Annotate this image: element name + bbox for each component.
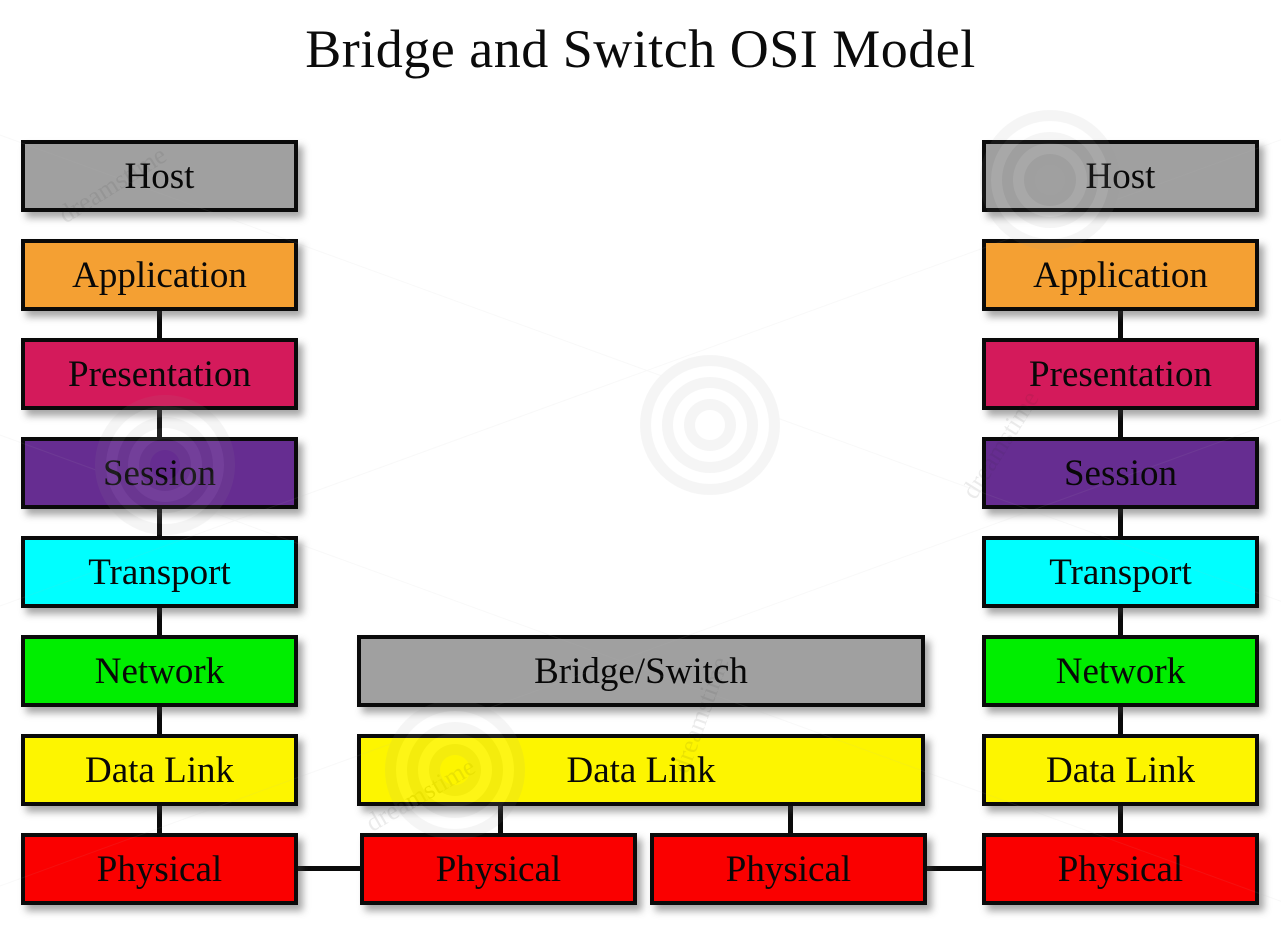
- right-box-presentation[interactable]: Presentation: [982, 338, 1259, 410]
- middle-box-bridge-switch[interactable]: Bridge/Switch: [357, 635, 925, 707]
- right-connector-network-datalink: [1118, 702, 1123, 738]
- right-box-network-label: Network: [1055, 650, 1186, 692]
- left-box-transport[interactable]: Transport: [21, 536, 298, 608]
- right-box-network[interactable]: Network: [982, 635, 1259, 707]
- right-box-transport-label: Transport: [1049, 551, 1192, 593]
- middle-box-physical-right[interactable]: Physical: [650, 833, 927, 905]
- left-connector-session-transport: [157, 504, 162, 540]
- right-box-transport[interactable]: Transport: [982, 536, 1259, 608]
- middle-connector-datalink-physical-right: [788, 801, 793, 837]
- left-connector-application-presentation: [157, 306, 162, 342]
- link-bridge-to-right-host: [921, 866, 986, 871]
- middle-box-datalink[interactable]: Data Link: [357, 734, 925, 806]
- link-left-host-to-bridge: [296, 866, 364, 871]
- right-box-host-label: Host: [1085, 155, 1156, 197]
- right-box-session[interactable]: Session: [982, 437, 1259, 509]
- right-box-datalink-label: Data Link: [1046, 749, 1195, 791]
- middle-box-datalink-label: Data Link: [566, 749, 716, 791]
- middle-box-bridge-switch-label: Bridge/Switch: [534, 650, 748, 692]
- middle-box-physical-left[interactable]: Physical: [360, 833, 637, 905]
- right-connector-application-presentation: [1118, 306, 1123, 342]
- right-box-physical-label: Physical: [1057, 848, 1184, 890]
- right-box-application[interactable]: Application: [982, 239, 1259, 311]
- right-box-session-label: Session: [1063, 452, 1178, 494]
- right-connector-session-transport: [1118, 504, 1123, 540]
- left-box-application-label: Application: [72, 254, 247, 296]
- left-box-network-label: Network: [94, 650, 225, 692]
- left-box-application[interactable]: Application: [21, 239, 298, 311]
- left-box-transport-label: Transport: [88, 551, 231, 593]
- left-box-presentation-label: Presentation: [68, 353, 251, 395]
- left-connector-transport-network: [157, 603, 162, 639]
- left-connector-presentation-session: [157, 405, 162, 441]
- middle-box-physical-left-label: Physical: [435, 848, 562, 890]
- left-connector-datalink-physical: [157, 801, 162, 837]
- right-box-application-label: Application: [1033, 254, 1208, 296]
- middle-box-physical-right-label: Physical: [725, 848, 852, 890]
- left-box-network[interactable]: Network: [21, 635, 298, 707]
- left-connector-network-datalink: [157, 702, 162, 738]
- left-box-datalink-label: Data Link: [85, 749, 234, 791]
- left-box-physical-label: Physical: [96, 848, 223, 890]
- right-box-host[interactable]: Host: [982, 140, 1259, 212]
- left-box-session-label: Session: [102, 452, 217, 494]
- right-box-datalink[interactable]: Data Link: [982, 734, 1259, 806]
- right-connector-transport-network: [1118, 603, 1123, 639]
- middle-connector-datalink-physical-left: [498, 801, 503, 837]
- right-box-physical[interactable]: Physical: [982, 833, 1259, 905]
- left-box-presentation[interactable]: Presentation: [21, 338, 298, 410]
- right-connector-datalink-physical: [1118, 801, 1123, 837]
- right-connector-presentation-session: [1118, 405, 1123, 441]
- left-box-session[interactable]: Session: [21, 437, 298, 509]
- left-box-datalink[interactable]: Data Link: [21, 734, 298, 806]
- left-box-host-label: Host: [124, 155, 195, 197]
- right-box-presentation-label: Presentation: [1029, 353, 1212, 395]
- left-box-physical[interactable]: Physical: [21, 833, 298, 905]
- left-box-host[interactable]: Host: [21, 140, 298, 212]
- diagram-title: Bridge and Switch OSI Model: [305, 19, 976, 79]
